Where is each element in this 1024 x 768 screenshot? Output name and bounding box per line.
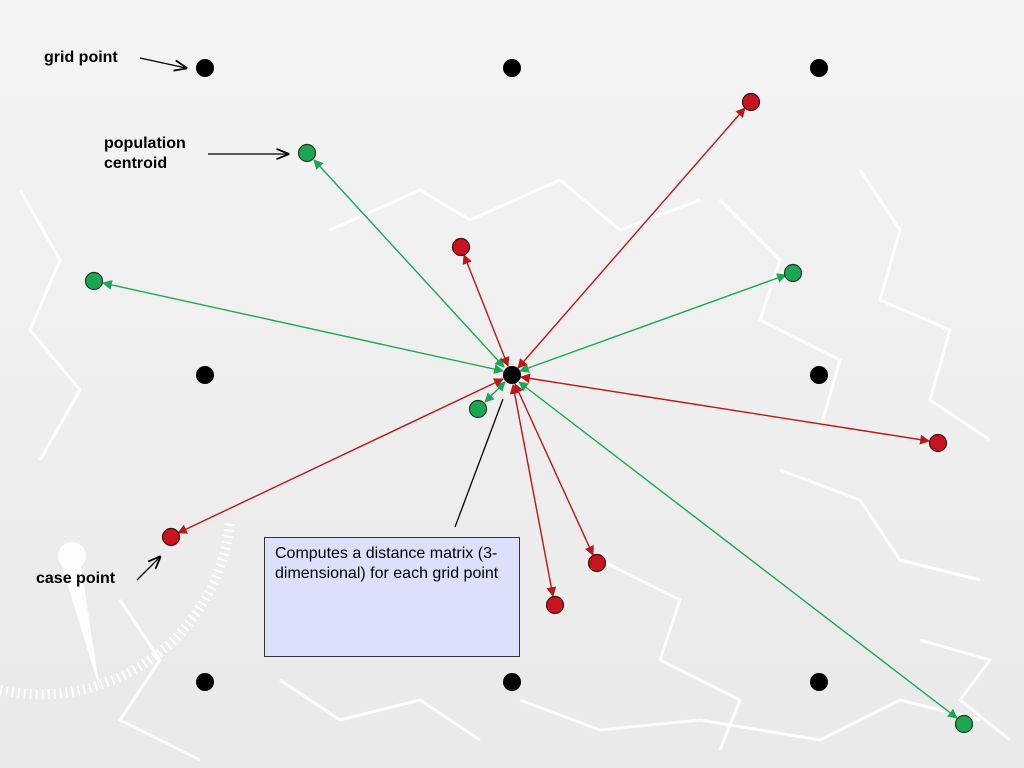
label-pointers <box>136 57 504 581</box>
grid-point <box>196 366 214 384</box>
grid-point-label: grid point <box>44 49 118 66</box>
case-point <box>928 433 948 453</box>
case-point <box>741 92 761 112</box>
case-point <box>161 527 181 547</box>
callout-text: Computes a distance matrix (3-dimensiona… <box>275 545 499 582</box>
population-centroids <box>84 143 974 734</box>
grid-point <box>810 366 828 384</box>
grid-point <box>503 673 521 691</box>
case-points <box>161 92 948 615</box>
case-links <box>177 107 930 597</box>
population-centroid <box>84 271 104 291</box>
case-point-label: case point <box>36 570 116 587</box>
callout-box: Computes a distance matrix (3-dimensiona… <box>264 537 520 657</box>
population-centroid <box>783 263 803 283</box>
grid-point <box>503 59 521 77</box>
compass-decoration <box>0 519 235 700</box>
population-centroid <box>468 399 488 419</box>
case-point <box>545 595 565 615</box>
grid-point <box>196 59 214 77</box>
grid-point <box>810 59 828 77</box>
population-centroid <box>297 143 317 163</box>
population-centroid-label-line2: centroid <box>104 155 168 172</box>
population-centroid-label: population centroid <box>104 134 186 174</box>
grid-point <box>196 673 214 691</box>
grid-point <box>503 366 521 384</box>
population-centroid <box>954 714 974 734</box>
grid-point <box>810 673 828 691</box>
case-point <box>587 553 607 573</box>
case-point <box>451 237 471 257</box>
grid-points <box>196 59 828 691</box>
population-centroid-label-line1: population <box>104 135 186 152</box>
